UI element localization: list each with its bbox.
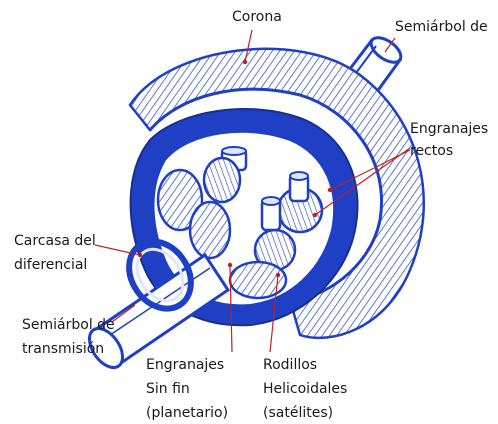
label-sinfin-3: (planetario) [146,402,228,424]
label-semiarbol-trans-1: Semiárbol de [22,314,115,336]
label-engranajes-rectos-2: rectos [410,140,453,162]
label-rodillos-3: (satélites) [263,402,333,424]
label-rodillos-1: Rodillos [263,354,317,376]
label-carcasa-2: diferencial [14,254,87,276]
label-semiarbol-trans-2: transmisión [22,338,104,360]
label-sinfin-2: Sin fin [146,378,190,400]
label-corona: Corona [232,6,282,28]
label-semiarbol-de: Semiárbol de [395,16,488,38]
label-carcasa-1: Carcasa del [14,230,96,252]
label-rodillos-2: Helicoidales [263,378,347,400]
label-engranajes-rectos-1: Engranajes [410,118,488,140]
label-sinfin-1: Engranajes [146,354,224,376]
